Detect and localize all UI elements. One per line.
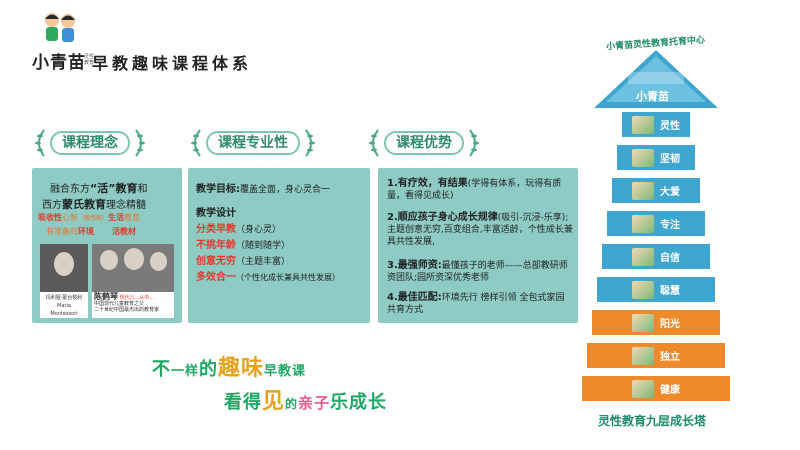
badge-professional-label: 课程专业性	[206, 131, 300, 155]
pyramid-top-label: 小青苗	[636, 90, 669, 103]
laurel-right-icon	[469, 129, 479, 157]
montessori-caption: 玛利娅·蒙台梭利 Maria Montessori	[40, 292, 88, 318]
page-title: 早教趣味课程体系	[92, 54, 253, 73]
pyramid-tier: 大爱	[612, 178, 700, 203]
design-item: 创意无穷（主题丰富）	[196, 256, 291, 267]
philosophy-line-4: 有准备的环境活教材	[46, 227, 136, 236]
tier-label: 大爱	[660, 187, 680, 198]
advantage-item: 1.有疗效，有结果(学得有体系，玩得有质量，看得见成长)	[387, 178, 562, 201]
pyramid-tier: 聪慧	[597, 277, 715, 302]
pyramid-tier: 专注	[607, 211, 705, 236]
badge-philosophy: 课程理念	[32, 128, 148, 158]
pyramid-footer: 灵性教育九层成长塔	[598, 414, 707, 428]
chen-heqin-caption: 陈鹤琴 现代儿...从中... 中国现代儿童教育之父 二十世纪中国最杰出的教育家	[92, 292, 174, 318]
badge-advantages: 课程优势	[366, 128, 482, 158]
tier-label: 灵性	[660, 121, 680, 132]
badge-philosophy-label: 课程理念	[50, 131, 130, 155]
tier-label: 独立	[660, 352, 680, 363]
tier-label: 健康	[660, 385, 680, 396]
chen-heqin-photo	[92, 244, 174, 292]
professional-panel: 教学目标:覆盖全面，身心灵合一 教学设计 分类早教（身心灵） 不挑年龄（随到随学…	[188, 168, 370, 323]
advantage-item: 4.最佳匹配:环境先行 榜样引领 全包式家园共育方式	[387, 292, 565, 315]
tier-photo-icon	[632, 313, 654, 332]
philosophy-panel: 融合东方“活”教育和 西方蒙氏教育理念精髓 吸收性心智（敏感期）生活教育 有准备…	[32, 168, 182, 323]
tier-label: 阳光	[660, 319, 680, 330]
pyramid-tier: 灵性	[622, 112, 690, 137]
laurel-right-icon	[305, 129, 315, 157]
teaching-design-label: 教学设计	[196, 208, 236, 219]
tier-photo-icon	[632, 247, 654, 266]
advantage-item: 2.顺应孩子身心成长规律(吸引-沉浸-乐享);主题创意无穷,百变组合,丰富适龄，…	[387, 212, 573, 247]
badge-professional: 课程专业性	[188, 128, 318, 158]
tier-label: 聪慧	[660, 286, 680, 297]
pyramid-tier: 独立	[587, 343, 725, 368]
pyramid-top-shape	[594, 50, 718, 108]
laurel-left-icon	[369, 129, 379, 157]
pyramid-tier: 自信	[602, 244, 710, 269]
slogan-line-2: 看得见的亲子乐成长	[224, 389, 388, 414]
pyramid-tier: 健康	[582, 376, 730, 401]
advantage-item: 3.最强师资:最懂孩子的老师——总部教研师资团队;园所资深优秀老师	[387, 260, 568, 283]
slogan-line-1: 不一样的趣味早教课	[152, 356, 307, 381]
tier-photo-icon	[632, 379, 654, 398]
laurel-right-icon	[135, 129, 145, 157]
tier-photo-icon	[632, 214, 654, 233]
philosophy-line-1: 融合东方“活”教育和	[50, 182, 148, 195]
design-item: 多效合一（个性化成长兼具共性发展）	[196, 272, 340, 283]
laurel-left-icon	[35, 129, 45, 157]
tier-label: 坚韧	[660, 154, 680, 165]
logo: 小青苗 灵性教育	[32, 10, 94, 73]
tier-photo-icon	[632, 280, 654, 299]
badge-advantages-label: 课程优势	[384, 131, 464, 155]
tier-photo-icon	[632, 181, 654, 200]
design-item: 分类早教（身心灵）	[196, 224, 282, 235]
advantages-panel: 1.有疗效，有结果(学得有体系，玩得有质量，看得见成长) 2.顺应孩子身心成长规…	[378, 168, 578, 323]
philosophy-line-2: 西方蒙氏教育理念精髓	[42, 198, 146, 211]
design-item: 不挑年龄（随到随学）	[196, 240, 291, 251]
tier-photo-icon	[632, 148, 654, 167]
logo-kids-icon	[45, 13, 75, 42]
pyramid-tier: 阳光	[592, 310, 720, 335]
philosophy-line-3: 吸收性心智（敏感期）生活教育	[38, 213, 141, 222]
montessori-photo	[40, 244, 88, 292]
laurel-left-icon	[191, 129, 201, 157]
teaching-goal: 教学目标:覆盖全面，身心灵合一	[196, 184, 331, 195]
tier-photo-icon	[632, 346, 654, 365]
tier-label: 专注	[660, 220, 680, 231]
logo-text: 小青苗	[32, 53, 86, 73]
tier-label: 自信	[660, 253, 680, 264]
tier-photo-icon	[632, 115, 654, 134]
logo-subtext: 灵性教育	[84, 54, 95, 66]
pyramid-tier: 坚韧	[617, 145, 695, 170]
